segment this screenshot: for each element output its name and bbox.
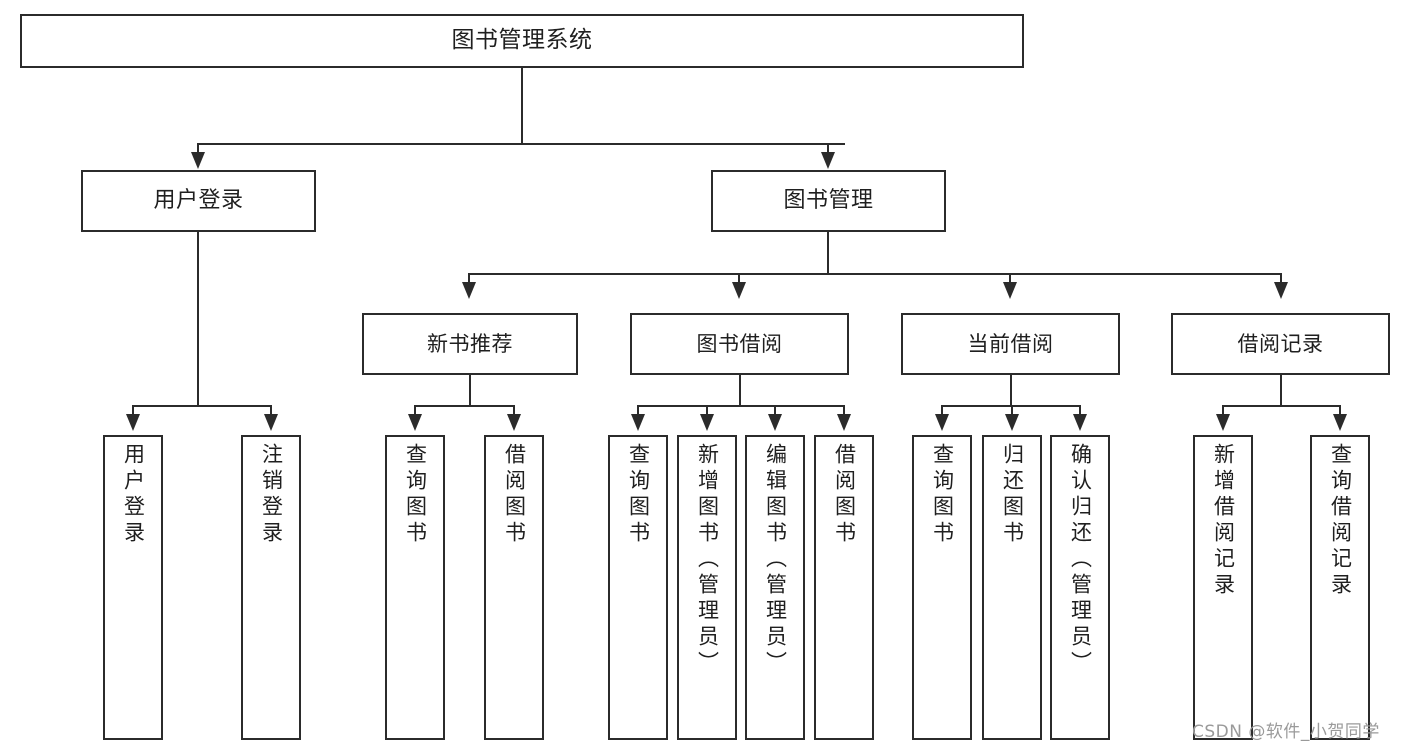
- arrowhead-to-leaf-query-book-borrow: [631, 414, 645, 431]
- arrowhead-to-leaf-user-login: [126, 414, 140, 431]
- connector-currentborrow-drop1: [941, 405, 943, 417]
- connector-currentborrow-drop2: [1011, 405, 1013, 417]
- node-label: 新书推荐: [427, 331, 513, 356]
- node-leaf-borrow-book[interactable]: 借阅图书: [814, 435, 874, 740]
- connector-bookborrow-drop1: [637, 405, 639, 417]
- connector-userlogin-drop2: [270, 405, 272, 417]
- arrowhead-to-leaf-borrow-book-new: [507, 414, 521, 431]
- node-leaf-borrow-book-new[interactable]: 借阅图书: [484, 435, 544, 740]
- connector-newbook-bus: [414, 405, 515, 407]
- connector-newbook-drop1: [414, 405, 416, 417]
- node-leaf-edit-book-admin[interactable]: 编辑图书（管理员）: [745, 435, 805, 740]
- arrowhead-to-user-login: [191, 152, 205, 169]
- arrowhead-to-borrow-record: [1274, 282, 1288, 299]
- node-leaf-logout[interactable]: 注销登录: [241, 435, 301, 740]
- node-label: 新增借阅记录: [1211, 443, 1236, 599]
- connector-userlogin-bus: [132, 405, 272, 407]
- arrowhead-to-book-manage: [821, 152, 835, 169]
- node-label: 新增图书（管理员）: [695, 443, 720, 677]
- node-borrow-record[interactable]: 借阅记录: [1171, 313, 1390, 375]
- node-leaf-confirm-return[interactable]: 确认归还（管理员）: [1050, 435, 1110, 740]
- connector-borrowrecord-drop1: [1222, 405, 1224, 417]
- node-leaf-add-book-admin[interactable]: 新增图书（管理员）: [677, 435, 737, 740]
- arrowhead-to-leaf-add-borrow-record: [1216, 414, 1230, 431]
- connector-bookborrow-stem: [739, 375, 741, 406]
- node-leaf-return-book[interactable]: 归还图书: [982, 435, 1042, 740]
- arrowhead-to-current-borrow: [1003, 282, 1017, 299]
- connector-borrowrecord-drop2: [1339, 405, 1341, 417]
- connector-currentborrow-bus: [941, 405, 1080, 407]
- node-label: 用户登录: [153, 188, 244, 214]
- arrowhead-to-leaf-query-book-new: [408, 414, 422, 431]
- node-label: 编辑图书（管理员）: [763, 443, 788, 677]
- node-leaf-user-login[interactable]: 用户登录: [103, 435, 163, 740]
- arrowhead-to-leaf-logout: [264, 414, 278, 431]
- connector-root-bus: [197, 143, 845, 145]
- arrowhead-to-leaf-add-book-admin: [700, 414, 714, 431]
- node-new-book-recommend[interactable]: 新书推荐: [362, 313, 578, 375]
- node-label: 用户登录: [121, 443, 146, 547]
- arrowhead-to-leaf-confirm-return: [1073, 414, 1087, 431]
- arrowhead-to-leaf-edit-book-admin: [768, 414, 782, 431]
- node-label: 注销登录: [259, 443, 284, 547]
- node-leaf-query-book-new[interactable]: 查询图书: [385, 435, 445, 740]
- node-leaf-add-borrow-record[interactable]: 新增借阅记录: [1193, 435, 1253, 740]
- node-label: 图书管理系统: [451, 27, 593, 54]
- arrowhead-to-leaf-query-book-current: [935, 414, 949, 431]
- connector-newbook-drop2: [513, 405, 515, 417]
- connector-currentborrow-stem: [1010, 375, 1012, 406]
- node-root-system[interactable]: 图书管理系统: [20, 14, 1024, 68]
- arrowhead-to-new-book-recommend: [462, 282, 476, 299]
- connector-bookmanage-drop1: [468, 273, 470, 285]
- connector-borrowrecord-bus: [1222, 405, 1340, 407]
- node-label: 查询图书: [626, 443, 651, 547]
- connector-userlogin-drop1: [132, 405, 134, 417]
- node-user-login[interactable]: 用户登录: [81, 170, 316, 232]
- arrowhead-to-leaf-query-borrow-record: [1333, 414, 1347, 431]
- connector-root-drop-2: [827, 143, 829, 157]
- node-label: 查询图书: [403, 443, 428, 547]
- connector-userlogin-stem: [197, 232, 199, 406]
- node-label: 借阅记录: [1237, 331, 1324, 356]
- node-label: 当前借阅: [967, 331, 1054, 356]
- connector-bookborrow-drop3: [774, 405, 776, 417]
- arrowhead-to-leaf-return-book: [1005, 414, 1019, 431]
- connector-bookmanage-bus: [468, 273, 1282, 275]
- connector-bookborrow-drop4: [843, 405, 845, 417]
- node-label: 图书管理: [783, 188, 874, 214]
- node-label: 查询图书: [930, 443, 955, 547]
- connector-bookmanage-drop4: [1280, 273, 1282, 285]
- node-label: 借阅图书: [832, 443, 857, 547]
- node-label: 查询借阅记录: [1328, 443, 1353, 599]
- node-label: 确认归还（管理员）: [1068, 443, 1093, 677]
- node-book-borrow[interactable]: 图书借阅: [630, 313, 849, 375]
- connector-borrowrecord-stem: [1280, 375, 1282, 406]
- node-leaf-query-borrow-record[interactable]: 查询借阅记录: [1310, 435, 1370, 740]
- connector-bookborrow-drop2: [706, 405, 708, 417]
- node-leaf-query-book-current[interactable]: 查询图书: [912, 435, 972, 740]
- arrowhead-to-book-borrow: [732, 282, 746, 299]
- node-label: 归还图书: [1000, 443, 1025, 547]
- connector-bookmanage-stem: [827, 232, 829, 274]
- arrowhead-to-leaf-borrow-book: [837, 414, 851, 431]
- node-book-manage[interactable]: 图书管理: [711, 170, 946, 232]
- connector-currentborrow-drop3: [1079, 405, 1081, 417]
- connector-bookmanage-drop2: [738, 273, 740, 285]
- connector-bookmanage-drop3: [1009, 273, 1011, 285]
- connector-bookborrow-bus: [637, 405, 844, 407]
- connector-newbook-stem: [469, 375, 471, 406]
- connector-root-stem: [521, 68, 523, 144]
- node-label: 借阅图书: [502, 443, 527, 547]
- connector-root-drop-1: [197, 143, 199, 157]
- node-label: 图书借阅: [696, 331, 783, 356]
- node-leaf-query-book-borrow[interactable]: 查询图书: [608, 435, 668, 740]
- node-current-borrow[interactable]: 当前借阅: [901, 313, 1120, 375]
